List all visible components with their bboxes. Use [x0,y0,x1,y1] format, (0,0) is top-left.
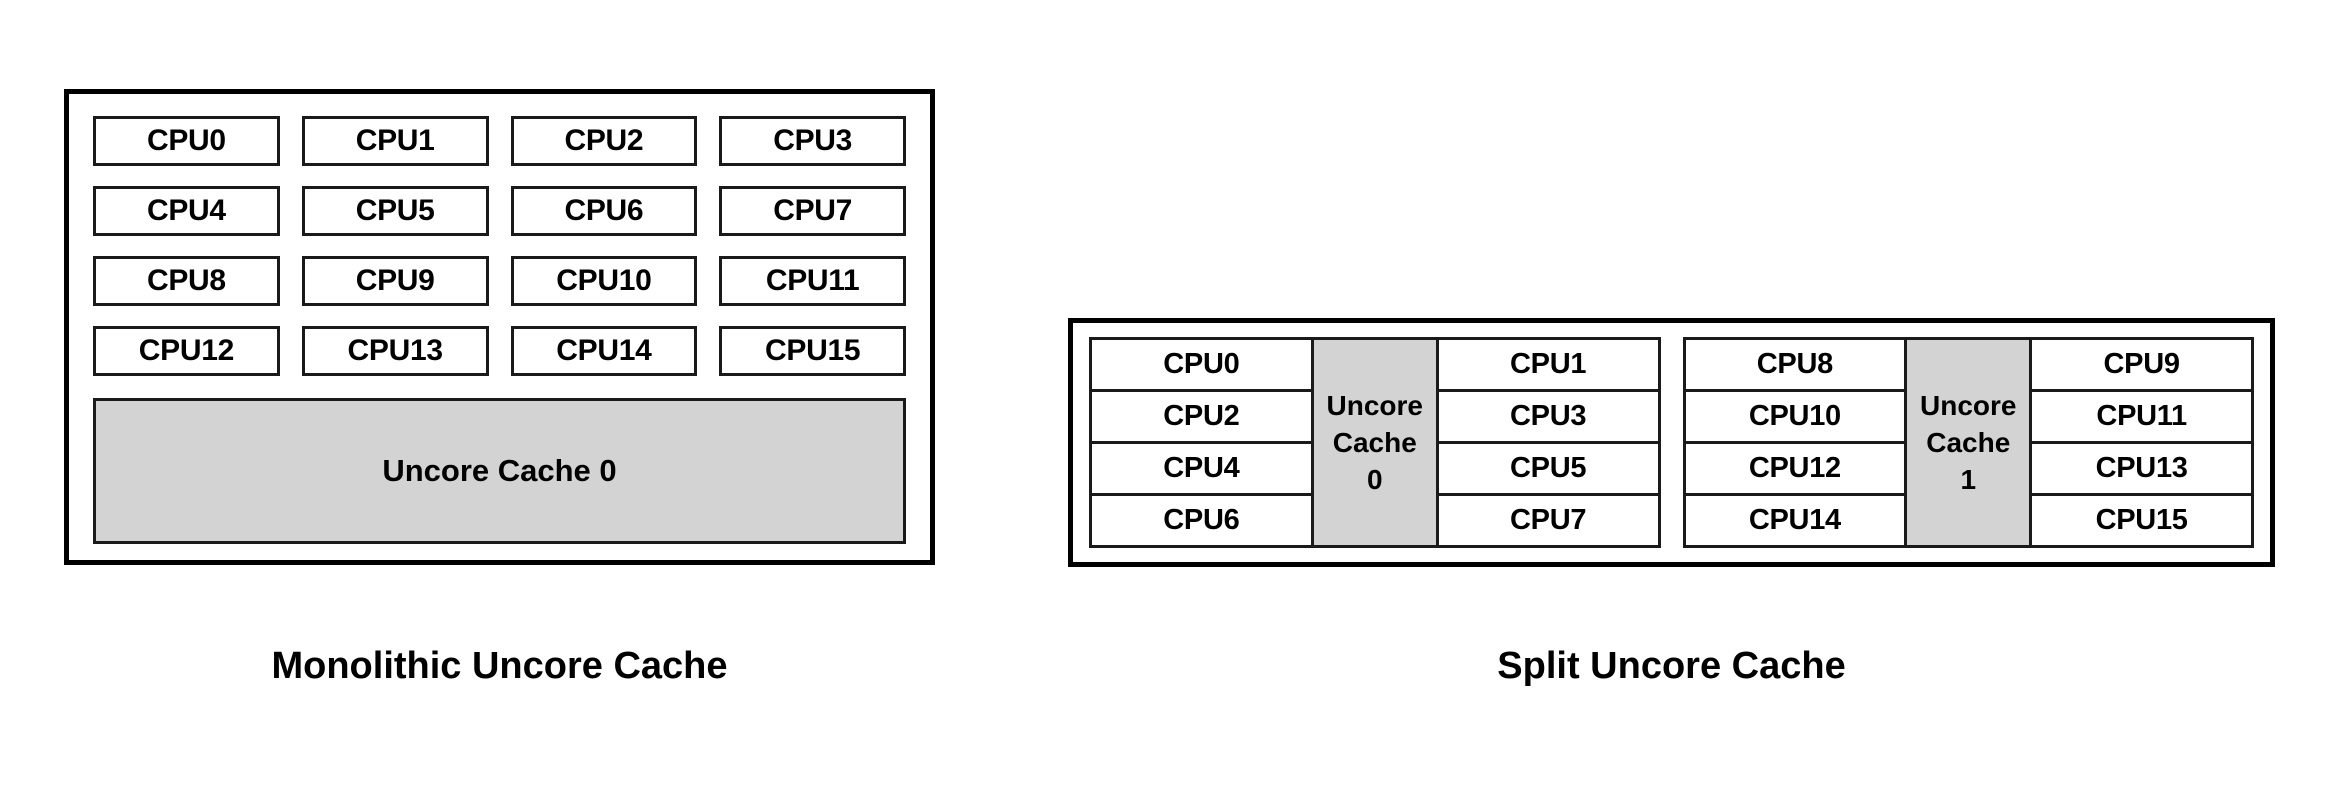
cpu-box: CPU3 [1438,392,1658,444]
cpu-box: CPU3 [719,116,906,166]
split-group: CPU0 CPU2 CPU4 CPU6 Uncore Cache 0 CPU1 … [1089,337,1661,548]
cpu-box: CPU5 [1438,444,1658,496]
cpu-box: CPU8 [93,256,280,306]
cpu-box: CPU0 [1092,340,1311,392]
cpu-box: CPU4 [1092,444,1311,496]
cpu-box: CPU2 [510,116,698,166]
cpu-box: CPU13 [301,326,489,376]
monolithic-uncore-panel: CPU0 CPU1 CPU2 CPU3 CPU4 CPU5 CPU6 CPU7 … [64,89,935,565]
cpu-box: CPU7 [1438,496,1658,545]
monolithic-cpu-grid: CPU0 CPU1 CPU2 CPU3 CPU4 CPU5 CPU6 CPU7 … [93,116,906,376]
cpu-column-left: CPU0 CPU2 CPU4 CPU6 [1092,340,1311,545]
uncore-cache-block: Uncore Cache 1 [1904,340,2033,545]
uncore-cache-line: Cache [1332,426,1417,458]
cpu-box: CPU10 [1685,392,1905,444]
cpu-box: CPU7 [719,186,906,236]
split-uncore-panel: CPU0 CPU2 CPU4 CPU6 Uncore Cache 0 CPU1 … [1068,318,2275,567]
cpu-box: CPU8 [1685,340,1905,392]
uncore-cache-line: Uncore [1326,389,1423,421]
cpu-box: CPU4 [93,186,280,236]
cpu-column-right: CPU9 CPU11 CPU13 CPU15 [2032,340,2251,545]
uncore-cache-block: Uncore Cache 0 [93,398,906,544]
cpu-box: CPU6 [1092,496,1311,545]
cpu-box: CPU11 [719,256,906,306]
uncore-cache-line: Cache [1926,426,2011,458]
cpu-box: CPU5 [301,186,489,236]
uncore-cache-line: 1 [1960,464,1977,496]
cpu-box: CPU6 [510,186,698,236]
cpu-box: CPU0 [93,116,280,166]
cpu-box: CPU9 [2032,340,2251,392]
cpu-box: CPU9 [301,256,489,306]
cpu-box: CPU1 [301,116,489,166]
uncore-cache-line: 0 [1366,464,1383,496]
cpu-column-left: CPU8 CPU10 CPU12 CPU14 [1685,340,1905,545]
uncore-cache-line: Uncore [1920,389,2017,421]
cpu-box: CPU12 [1685,444,1905,496]
cpu-box: CPU14 [510,326,698,376]
cpu-box: CPU15 [2032,496,2251,545]
monolithic-caption: Monolithic Uncore Cache [271,645,728,687]
cpu-box: CPU1 [1438,340,1658,392]
split-group: CPU8 CPU10 CPU12 CPU14 Uncore Cache 1 CP… [1682,337,2254,548]
uncore-cache-block: Uncore Cache 0 [1310,340,1439,545]
cpu-box: CPU11 [2032,392,2251,444]
split-caption: Split Uncore Cache [1497,645,1846,687]
cpu-box: CPU15 [719,326,906,376]
cpu-box: CPU13 [2032,444,2251,496]
cpu-box: CPU14 [1685,496,1905,545]
cpu-column-right: CPU1 CPU3 CPU5 CPU7 [1438,340,1658,545]
cpu-box: CPU10 [510,256,698,306]
cpu-box: CPU12 [93,326,280,376]
cpu-box: CPU2 [1092,392,1311,444]
